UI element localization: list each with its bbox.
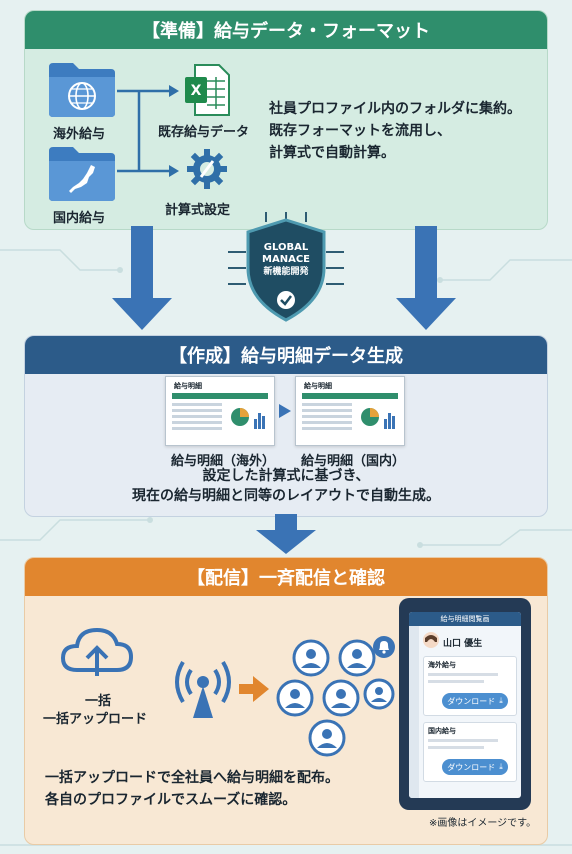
upload-label-2: 一括アップロード [43, 712, 148, 727]
bell-notification-icon [373, 636, 395, 658]
tablet-section-domestic: 国内給与 [428, 727, 456, 735]
svg-text:X: X [191, 83, 202, 99]
download-icon: ⤓ [499, 696, 503, 705]
prep-connector [117, 85, 179, 177]
employee-avatars-icon [276, 639, 395, 757]
shield-check-badge-icon [228, 212, 344, 322]
create-description-2: 現在の給与明細と同等のレイアウトで自動生成。 [132, 488, 440, 504]
create-description-1: 設定した計算式に基づき、 [202, 468, 370, 484]
tablet-device: 給与明細閲覧画 山口 優生 海外給与 ダウンロード ⤓ 国内給与 [399, 598, 531, 810]
check-circle-icon [277, 291, 295, 309]
tablet-card-domestic: 国内給与 ダウンロード ⤓ [423, 722, 517, 782]
badge-line-3: 新機能開発 [263, 267, 309, 277]
prep-panel: 【準備】給与データ・フォーマット 海外給与 国内給与 X 既存給与データ [24, 10, 548, 230]
prep-title: 【準備】給与データ・フォーマット [25, 11, 547, 49]
download-button-overseas[interactable]: ダウンロード ⤓ [442, 693, 508, 709]
payslip-domestic-preview-title: 給与明細 [304, 382, 332, 390]
payslip-chart-icon [302, 393, 398, 430]
formula-label: 計算式設定 [165, 203, 231, 218]
badge-line-2: MANACE [262, 254, 310, 265]
tablet-user-name: 山口 優生 [443, 639, 483, 649]
tablet-card-overseas: 海外給与 ダウンロード ⤓ [423, 656, 517, 716]
download-label: ダウンロード [447, 762, 496, 772]
tablet-section-overseas: 海外給与 [428, 661, 456, 669]
payslip-chart-icon [172, 393, 268, 430]
download-button-domestic[interactable]: ダウンロード ⤓ [442, 759, 508, 775]
badge-line-1: GLOBAL [263, 242, 309, 253]
tablet-screen: 給与明細閲覧画 山口 優生 海外給与 ダウンロード ⤓ 国内給与 [409, 612, 521, 798]
tablet-header: 給与明細閲覧画 [409, 612, 521, 626]
prep-description-2: 既存フォーマットを流用し、 [269, 123, 451, 139]
tablet-sidebar [409, 626, 419, 798]
badge-text: GLOBAL MANACE 新機能開発 [228, 242, 344, 278]
image-note: ※画像はイメージです。 [429, 818, 537, 829]
prep-description-1: 社員プロファイル内のフォルダに集約。 [269, 101, 521, 117]
folder-japan-map-icon [49, 147, 115, 201]
excel-file-icon: X [185, 64, 230, 116]
deliver-description-1: 一括アップロードで全社員へ給与明細を配布。 [45, 770, 339, 786]
upload-label-1: 一括 [85, 694, 112, 709]
deliver-title: 【配信】一斉配信と確認 [25, 558, 547, 596]
create-panel: 【作成】給与明細データ生成 給与明細 給与明細 給与明細（海外） 給与明細（国内… [24, 335, 548, 517]
folder-overseas-label: 海外給与 [53, 127, 106, 142]
payslip-overseas-label: 給与明細（海外） [171, 454, 276, 469]
deliver-panel: 【配信】一斉配信と確認 一括 一括アップロード [24, 557, 548, 845]
prep-description-3: 計算式で自動計算。 [269, 145, 395, 161]
folder-globe-icon [49, 63, 115, 117]
folder-domestic-label: 国内給与 [53, 211, 106, 226]
create-title: 【作成】給与明細データ生成 [25, 336, 547, 374]
flow-arrow-create-deliver [256, 514, 316, 554]
avatar [423, 632, 439, 648]
arrow-right-icon [279, 404, 291, 418]
payslip-overseas-preview-title: 給与明細 [174, 382, 202, 390]
broadcast-antenna-icon [175, 660, 231, 718]
deliver-description-2: 各自のプロファイルでスムーズに確認。 [45, 792, 297, 808]
download-icon: ⤓ [499, 762, 503, 771]
payslip-domestic-preview: 給与明細 [295, 376, 405, 446]
payslip-overseas-preview: 給与明細 [165, 376, 275, 446]
existing-data-label: 既存給与データ [158, 125, 250, 140]
gear-wrench-icon [187, 149, 227, 189]
cloud-upload-icon [60, 627, 134, 676]
flow-arrows-prep-create [112, 226, 456, 330]
arrow-right-orange-icon [239, 676, 269, 702]
payslip-domestic-label: 給与明細（国内） [301, 454, 406, 469]
download-label: ダウンロード [447, 696, 496, 706]
